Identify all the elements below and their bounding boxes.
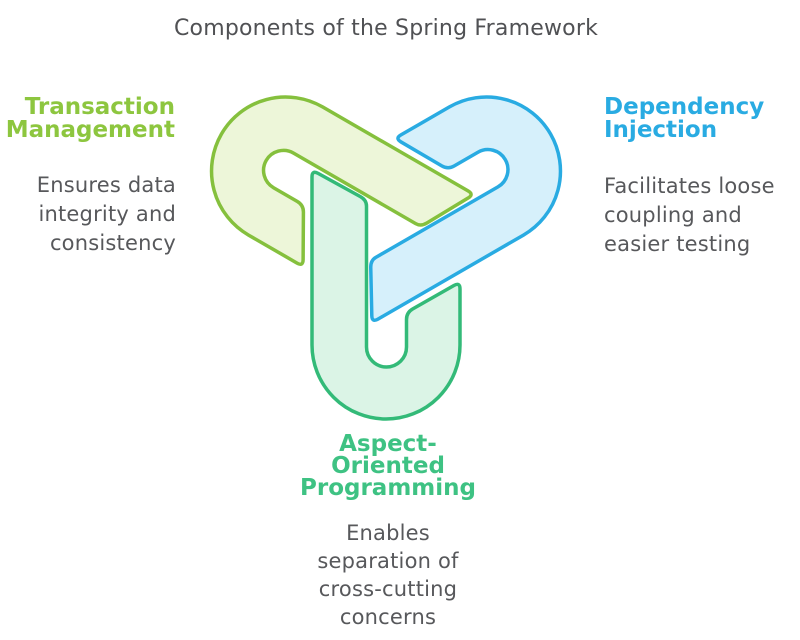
- component-description-dependency-injection: Facilitates loose coupling and easier te…: [604, 174, 775, 256]
- component-label-transaction-management: Transaction Management: [5, 94, 175, 143]
- diagram-title: Components of the Spring Framework: [173, 16, 599, 41]
- knot-arm-dependency-injection: [368, 95, 563, 322]
- component-description-transaction-management: Ensures data integrity and consistency: [36, 173, 176, 255]
- component-label-aspect-oriented-programming: Aspect-Oriented Programming: [300, 431, 476, 501]
- component-description-aspect-oriented-programming: Enables separation of cross-cutting conc…: [317, 521, 459, 629]
- component-label-dependency-injection: Dependency Injection: [604, 94, 765, 143]
- knot-arm-transaction-management: [209, 95, 473, 266]
- knot-arm-aspect-oriented-programming: [310, 170, 462, 421]
